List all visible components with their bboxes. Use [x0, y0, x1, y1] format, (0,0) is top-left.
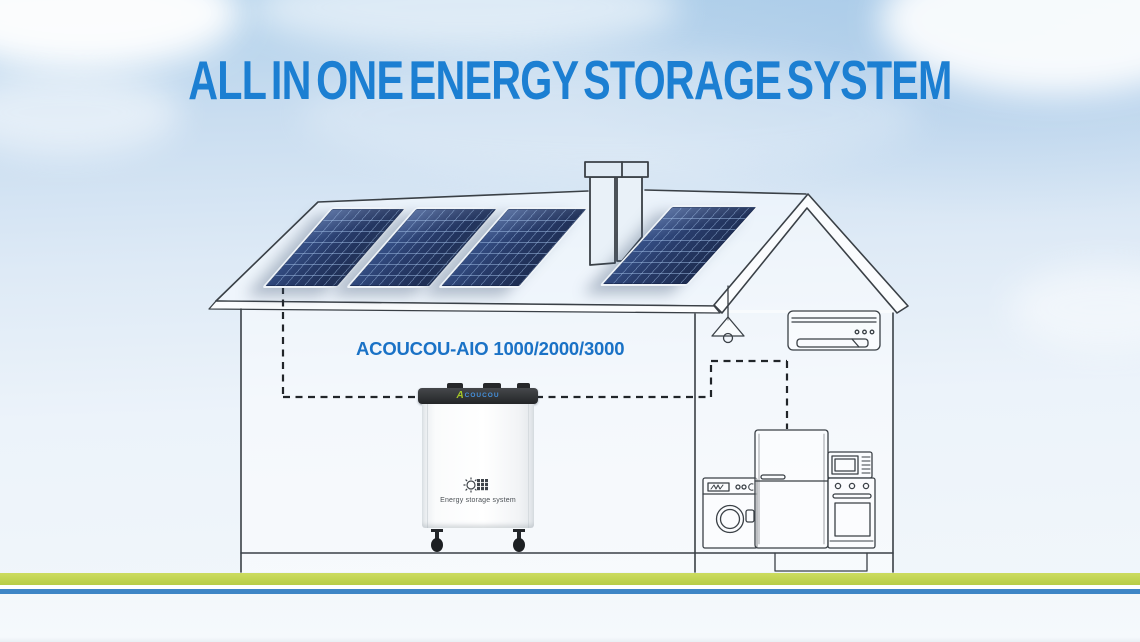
unit-caption: Energy storage system	[440, 497, 516, 504]
air-conditioner-icon	[787, 310, 881, 351]
microwave-icon	[827, 451, 873, 479]
brand-logo-text: COUCOU	[464, 391, 500, 399]
gable	[713, 193, 909, 314]
unit-top-tab	[447, 383, 463, 389]
refrigerator-icon	[754, 429, 829, 549]
oven-icon	[827, 477, 876, 549]
ground-stripe-green	[0, 573, 1140, 585]
energy-storage-unit: A COUCOU Energy storage system	[418, 383, 538, 556]
cloud	[300, 55, 920, 175]
cloud	[0, 70, 180, 155]
ground-stripe-blue	[0, 589, 1140, 594]
walls	[240, 308, 894, 573]
washing-machine-icon	[702, 477, 758, 549]
chimney	[584, 161, 649, 266]
wiring-dashed-line	[281, 287, 789, 429]
product-model-label: ACOUCOU-AIO 1000/2000/3000	[356, 338, 625, 359]
ground-stripe-white	[0, 585, 1140, 589]
brand-logo: A	[456, 390, 464, 401]
caster-wheel-icon	[513, 529, 525, 552]
gable-interior	[722, 207, 897, 313]
caster-wheel-icon	[431, 529, 443, 552]
unit-top-tab	[517, 383, 530, 389]
pendant-lamp-icon	[711, 285, 745, 344]
page-title: ALL IN ONE ENERGY STORAGE SYSTEM	[188, 49, 952, 111]
unit-header-bar: A COUCOU	[418, 388, 538, 404]
sun-solar-panel-icon	[463, 477, 488, 493]
unit-body: Energy storage system	[422, 404, 534, 528]
footer-area	[0, 593, 1140, 642]
unit-top-tab	[483, 383, 501, 389]
